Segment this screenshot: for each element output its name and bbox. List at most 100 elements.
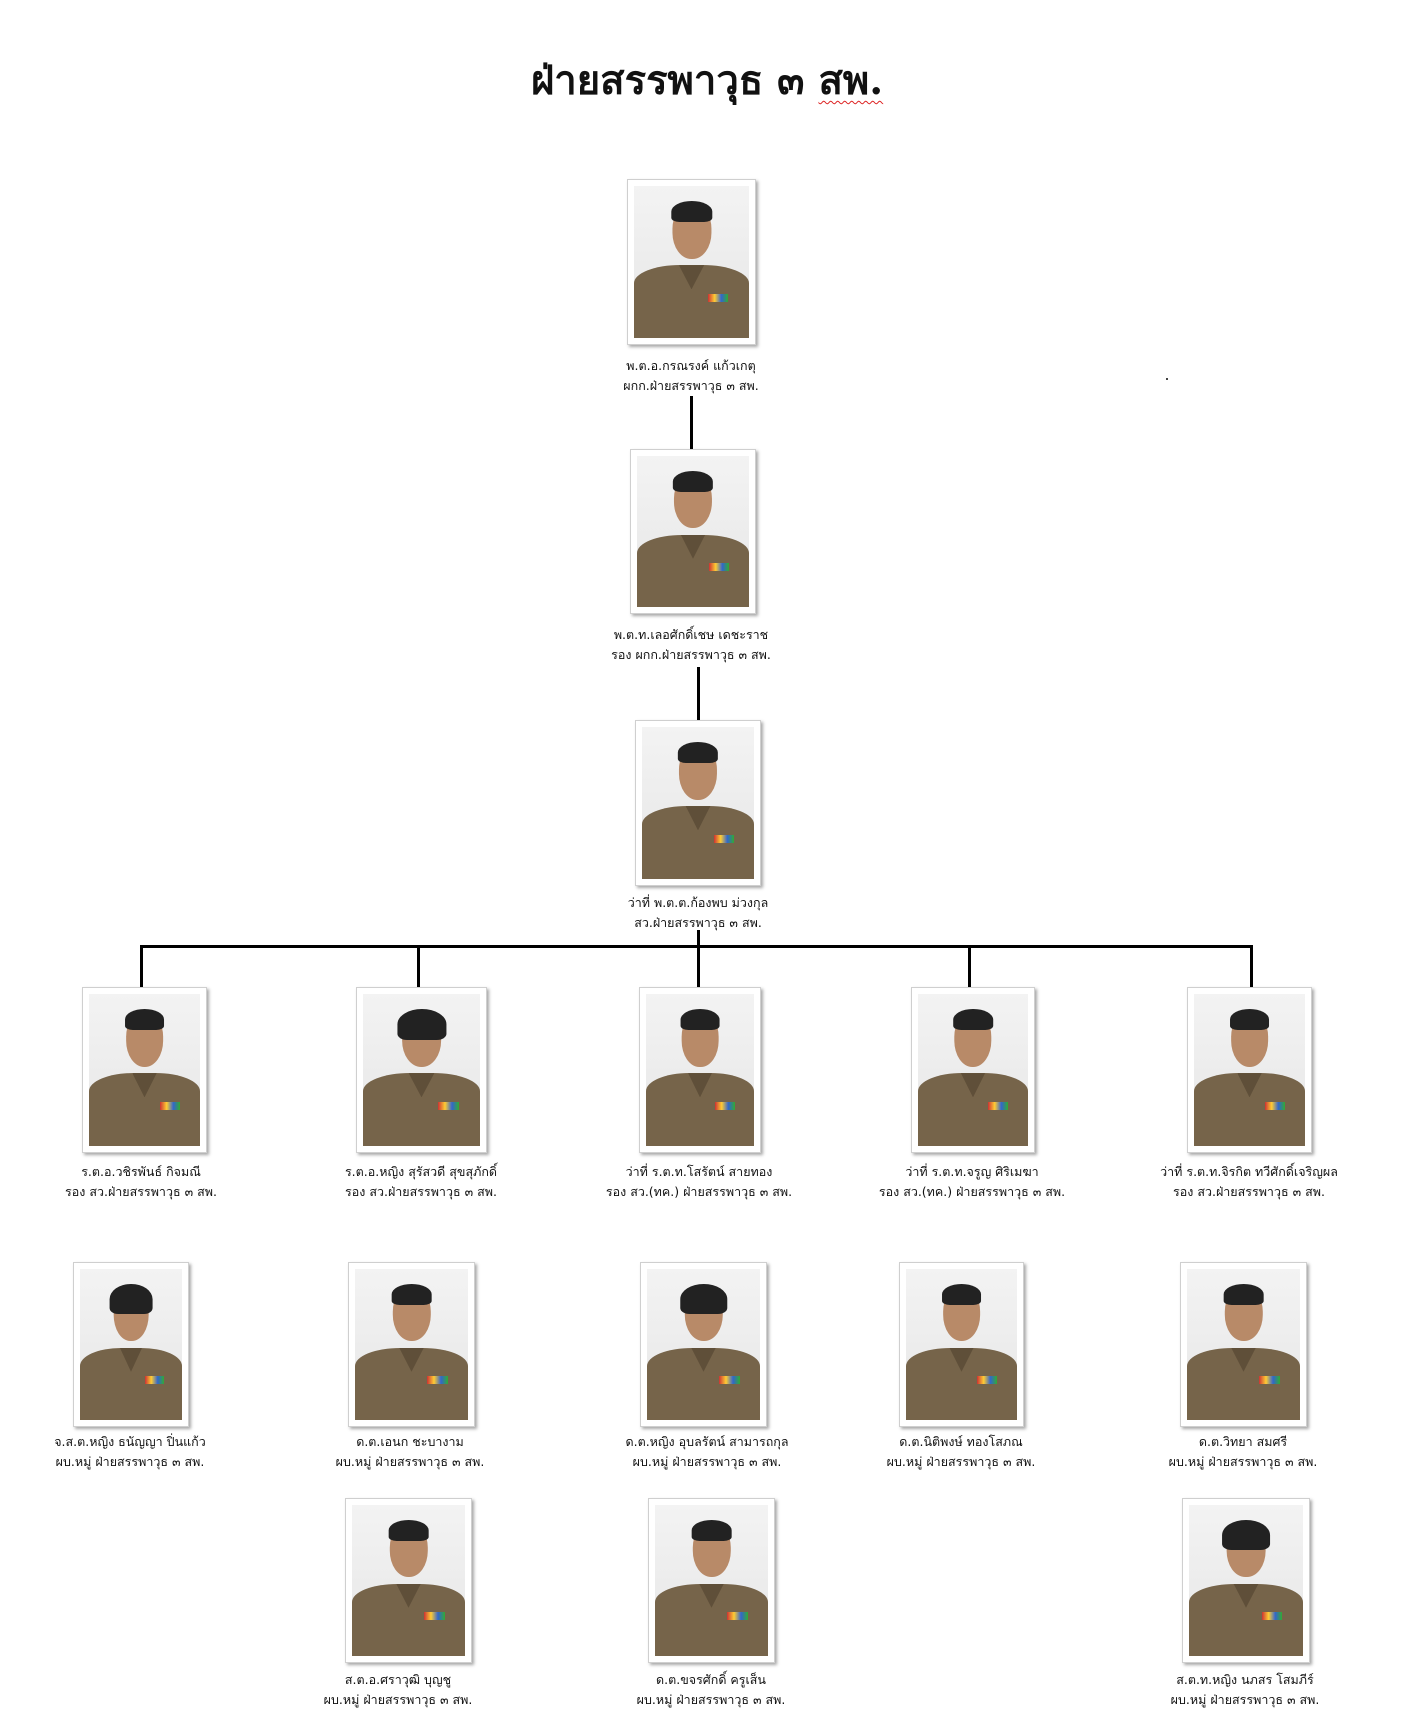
person-name: พ.ต.ท.เลอศักดิ์เชษ เดชะราช [613, 627, 769, 642]
title-abbr: สพ. [818, 57, 884, 104]
ribbon-bar [719, 1376, 740, 1384]
person-position: ผบ.หมู่ ฝ่ายสรรพาวุธ ๓ สพ. [1168, 1454, 1318, 1469]
person-name: จ.ส.ต.หญิง ธนัญญา ปิ่นแก้ว [54, 1434, 206, 1449]
person-caption: ส.ต.อ.ศราวุฒิ บุญชูผบ.หมู่ ฝ่ายสรรพาวุธ … [248, 1670, 548, 1710]
person-photo [73, 1262, 189, 1427]
person-photo [82, 987, 207, 1153]
person-photo [356, 987, 487, 1153]
person-photo [639, 987, 761, 1153]
hair-shape [1222, 1520, 1270, 1551]
hair-shape [1229, 1009, 1270, 1031]
ribbon-bar [988, 1101, 1009, 1110]
person-position: รอง สว.(ทค.) ฝ่ายสรรพาวุธ ๓ สพ. [605, 1184, 793, 1199]
person-position: ผบ.หมู่ ฝ่ายสรรพาวุธ ๓ สพ. [323, 1692, 473, 1707]
hair-shape [672, 471, 714, 493]
person-name: ร.ต.อ.หญิง สุรัสวดี สุขสุภักดิ์ [344, 1164, 498, 1179]
person-caption: ว่าที่ พ.ต.ต.ก้องพบ ม่วงกุลสว.ฝ่ายสรรพาว… [548, 893, 848, 933]
connector-line [968, 945, 971, 987]
person-caption: ร.ต.อ.วชิรพันธ์ กิจมณีรอง สว.ฝ่ายสรรพาวุ… [0, 1162, 291, 1202]
hair-shape [670, 201, 713, 223]
person-photo [630, 449, 756, 614]
person-name: ด.ต.วิทยา สมศรี [1198, 1434, 1288, 1449]
portrait-image [355, 1269, 468, 1420]
portrait-image [363, 994, 480, 1146]
person-position: รอง ผกก.ฝ่ายสรรพาวุธ ๓ สพ. [611, 647, 771, 662]
connector-line [417, 945, 420, 987]
hair-shape [941, 1284, 982, 1306]
person-name: ว่าที่ พ.ต.ต.ก้องพบ ม่วงกุล [627, 895, 769, 910]
hair-shape [680, 1009, 720, 1031]
ribbon-bar [160, 1101, 181, 1110]
hair-shape [396, 1009, 447, 1040]
person-position: รอง สว.ฝ่ายสรรพาวุธ ๓ สพ. [1173, 1184, 1325, 1199]
connector-line [697, 930, 700, 987]
person-photo [1182, 1498, 1310, 1663]
ribbon-bar [1261, 1612, 1283, 1620]
person-name: ว่าที่ ร.ต.ท.จรูญ ศิริเมฆา [905, 1164, 1039, 1179]
person-name: ร.ต.อ.วชิรพันธ์ กิจมณี [81, 1164, 201, 1179]
person-photo [648, 1498, 775, 1663]
person-position: ผบ.หมู่ ฝ่ายสรรพาวุธ ๓ สพ. [886, 1454, 1036, 1469]
person-photo [1187, 987, 1312, 1153]
person-name: ด.ต.หญิง อุบลรัตน์ สามารถกุล [625, 1434, 789, 1449]
horizontal-connector [140, 945, 1253, 948]
connector-line [697, 667, 700, 720]
person-photo [1180, 1262, 1307, 1427]
portrait-image [634, 186, 749, 338]
portrait-image [655, 1505, 768, 1656]
ribbon-bar [437, 1101, 459, 1110]
person-name: ด.ต.ขจรศักดิ์ ครูเส็น [656, 1672, 766, 1687]
person-position: ผบ.หมู่ ฝ่ายสรรพาวุธ ๓ สพ. [636, 1692, 786, 1707]
person-name: ส.ต.อ.ศราวุฒิ บุญชู [344, 1672, 452, 1687]
person-caption: พ.ต.อ.กรณรงค์ แก้วเกตุผกก.ฝ่ายสรรพาวุธ ๓… [541, 356, 841, 396]
person-caption: ร.ต.อ.หญิง สุรัสวดี สุขสุภักดิ์รอง สว.ฝ่… [271, 1162, 571, 1202]
person-position: ผบ.หมู่ ฝ่ายสรรพาวุธ ๓ สพ. [55, 1454, 205, 1469]
person-name: ว่าที่ ร.ต.ท.โสรัตน์ สายทอง [625, 1164, 773, 1179]
ribbon-bar [727, 1612, 748, 1620]
portrait-image [80, 1269, 182, 1420]
person-photo [348, 1262, 475, 1427]
ribbon-bar [424, 1612, 445, 1620]
ribbon-bar [977, 1376, 998, 1384]
hair-shape [109, 1284, 153, 1315]
person-photo [345, 1498, 472, 1663]
ribbon-bar [1265, 1101, 1286, 1110]
person-caption: ด.ต.ขจรศักดิ์ ครูเส็นผบ.หมู่ ฝ่ายสรรพาวุ… [561, 1670, 861, 1710]
person-position: รอง สว.ฝ่ายสรรพาวุธ ๓ สพ. [65, 1184, 217, 1199]
person-photo [640, 1262, 767, 1427]
person-caption: ด.ต.นิติพงษ์ ทองโสภณผบ.หมู่ ฝ่ายสรรพาวุธ… [811, 1432, 1111, 1472]
person-position: สว.ฝ่ายสรรพาวุธ ๓ สพ. [634, 915, 762, 930]
ribbon-bar [707, 293, 729, 302]
person-photo [899, 1262, 1024, 1427]
person-position: ผบ.หมู่ ฝ่ายสรรพาวุธ ๓ สพ. [335, 1454, 485, 1469]
person-photo [911, 987, 1035, 1153]
person-name: พ.ต.อ.กรณรงค์ แก้วเกตุ [626, 358, 756, 373]
ribbon-bar [427, 1376, 448, 1384]
person-position: ผบ.หมู่ ฝ่ายสรรพาวุธ ๓ สพ. [632, 1454, 782, 1469]
portrait-image [1187, 1269, 1300, 1420]
ribbon-bar [708, 563, 729, 571]
person-caption: ด.ต.หญิง อุบลรัตน์ สามารถกุลผบ.หมู่ ฝ่าย… [557, 1432, 857, 1472]
person-photo [627, 179, 756, 345]
ribbon-bar [145, 1376, 164, 1384]
connector-line [140, 945, 143, 987]
hair-shape [391, 1284, 432, 1306]
page-title: ฝ่ายสรรพาวุธ ๓ สพ. [0, 48, 1414, 112]
person-name: ว่าที่ ร.ต.ท.จิรกิต ทวีศักดิ์เจริญผล [1160, 1164, 1338, 1179]
person-name: ด.ต.นิติพงษ์ ทองโสภณ [899, 1434, 1023, 1449]
portrait-image [637, 456, 749, 607]
person-position: รอง สว.(ทค.) ฝ่ายสรรพาวุธ ๓ สพ. [878, 1184, 1066, 1199]
hair-shape [691, 1520, 732, 1542]
person-name: ด.ต.เอนก ชะบางาม [356, 1434, 464, 1449]
portrait-image [89, 994, 200, 1146]
person-caption: ว่าที่ ร.ต.ท.จรูญ ศิริเมฆารอง สว.(ทค.) ฝ… [822, 1162, 1122, 1202]
hair-shape [1223, 1284, 1264, 1306]
portrait-image [642, 727, 754, 879]
portrait-image [1194, 994, 1305, 1146]
ribbon-bar [713, 834, 734, 843]
portrait-image [906, 1269, 1017, 1420]
person-caption: จ.ส.ต.หญิง ธนัญญา ปิ่นแก้วผบ.หมู่ ฝ่ายสร… [0, 1432, 280, 1472]
portrait-image [647, 1269, 760, 1420]
connector-line [690, 396, 693, 449]
ribbon-bar [1259, 1376, 1280, 1384]
